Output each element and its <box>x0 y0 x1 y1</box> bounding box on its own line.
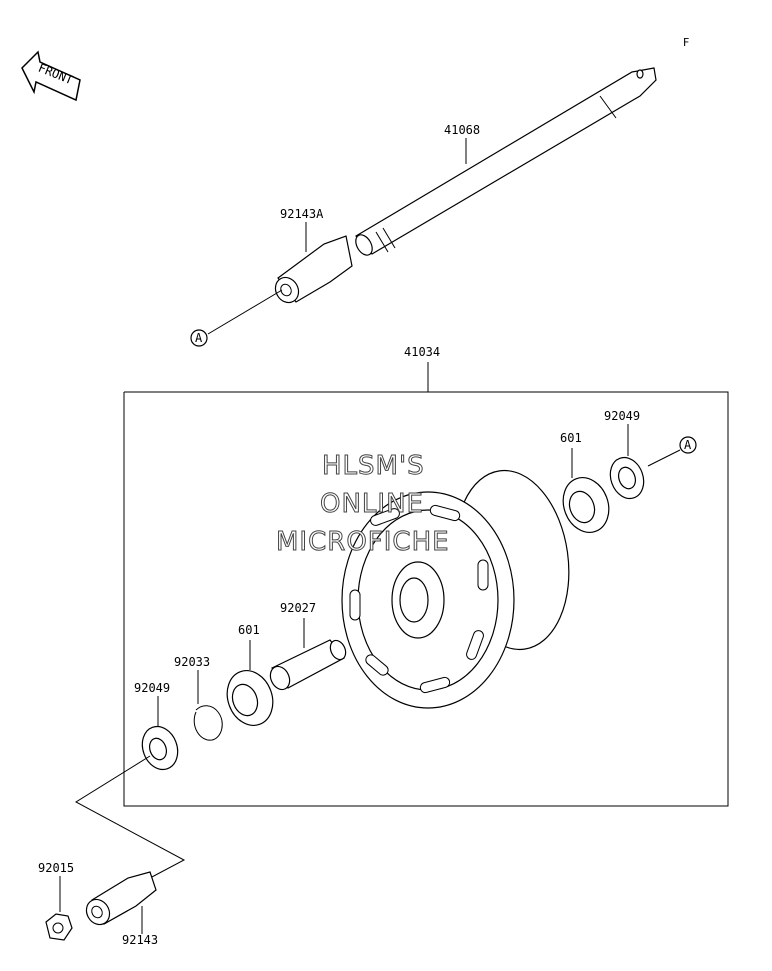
watermark-line-1: HLSM'S <box>322 451 425 481</box>
callout-seal-left[interactable]: 92049 <box>134 681 170 695</box>
ref-a-top-marker <box>190 329 208 347</box>
watermark-line-2: ONLINE <box>320 489 424 519</box>
callout-collar[interactable]: 92143 <box>122 933 158 947</box>
callout-bearing-left[interactable]: 601 <box>238 623 260 637</box>
corner-code: F <box>683 36 689 49</box>
front-arrow-icon: FRONT <box>21 50 81 102</box>
watermark: HLSM'S ONLINE MICROFICHE <box>276 451 450 558</box>
axle-collar[interactable] <box>271 235 353 307</box>
seal-left[interactable] <box>137 722 184 775</box>
callout-spacer[interactable]: 92027 <box>280 601 316 615</box>
callout-circlip[interactable]: 92033 <box>174 655 210 669</box>
callout-bearing-right[interactable]: 601 <box>560 431 582 445</box>
circlip[interactable] <box>193 705 223 741</box>
ref-a-top[interactable]: A <box>195 331 203 345</box>
ref-a-right-marker <box>679 436 697 454</box>
hub-assembly-box <box>123 391 729 807</box>
nut[interactable] <box>45 913 73 941</box>
leader-ref-a-top <box>207 289 283 335</box>
spacer[interactable] <box>267 638 349 693</box>
bearing-right[interactable] <box>556 471 616 539</box>
wheel-hub[interactable] <box>341 463 580 709</box>
watermark-line-3: MICROFICHE <box>276 527 450 557</box>
callout-hub-assembly[interactable]: 41034 <box>404 345 440 359</box>
collar[interactable] <box>82 871 157 929</box>
ref-a-right[interactable]: A <box>684 438 692 452</box>
bearing-left[interactable] <box>220 664 280 732</box>
callout-seal-right[interactable]: 92049 <box>604 409 640 423</box>
leader-ref-a-right <box>647 449 681 467</box>
assembly-connector <box>75 755 186 879</box>
callout-nut[interactable]: 92015 <box>38 861 74 875</box>
callout-axle[interactable]: 41068 <box>444 123 480 137</box>
callout-axle-collar[interactable]: 92143A <box>280 207 324 221</box>
seal-right[interactable] <box>605 453 649 503</box>
axle[interactable] <box>352 67 657 258</box>
